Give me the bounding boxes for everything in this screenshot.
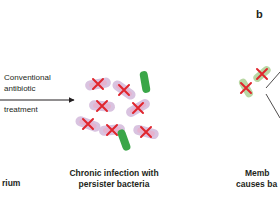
panel-b-bacteria [238, 65, 280, 118]
panel-letter: b [256, 8, 274, 21]
arrow [0, 100, 74, 101]
treatment-label: treatment [4, 104, 74, 115]
panel-caption: Chronic infection with persister bacteri… [64, 168, 164, 190]
panel-caption: rium [2, 178, 42, 189]
bacteria-cluster [74, 70, 160, 151]
panel-caption: Memb [245, 168, 279, 179]
panel-caption: causes ba [236, 179, 279, 190]
treatment-label: Conventional antibiotic [4, 72, 74, 94]
